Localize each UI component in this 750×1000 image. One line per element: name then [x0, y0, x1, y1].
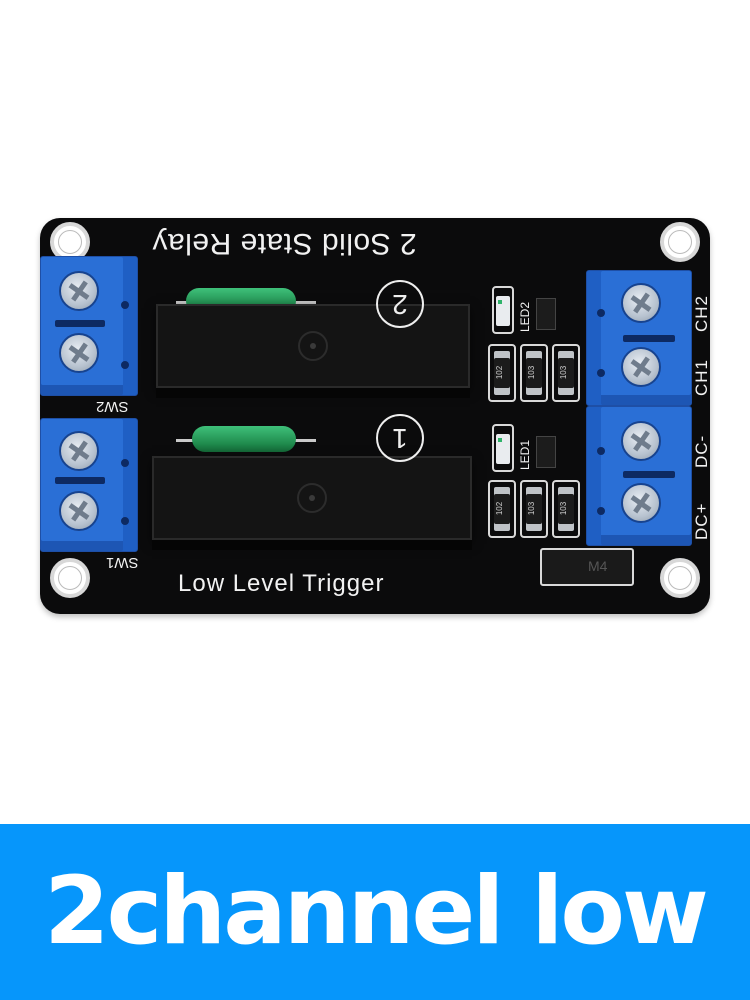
relay-marker-icon	[297, 483, 327, 513]
label-led2: LED2	[518, 301, 532, 332]
board-title-silkscreen: 2 Solid State Relay	[152, 227, 417, 260]
wire-entry-hole	[121, 517, 129, 525]
screw-icon	[59, 271, 99, 311]
resistor-outline	[552, 344, 580, 402]
screw-icon	[621, 421, 661, 461]
mounting-hole-top-left	[50, 222, 90, 262]
wire-entry-hole	[597, 369, 605, 377]
product-photo: 2 Solid State Relay SW2 SW1	[0, 0, 750, 820]
relay-module-pcb: 2 Solid State Relay SW2 SW1	[40, 218, 711, 614]
resistor-code: 102	[495, 365, 505, 380]
resistor-code: 103	[559, 365, 569, 380]
resistor-code: 103	[559, 501, 569, 516]
wire-entry-hole	[121, 459, 129, 467]
led2-outline	[492, 286, 514, 334]
smd-resistor-103: 103	[558, 494, 574, 524]
led1-outline	[492, 424, 514, 472]
terminal-divider	[55, 477, 105, 484]
mounting-hole-bottom-right	[660, 558, 700, 598]
wire-entry-hole	[597, 507, 605, 515]
transistor-ch1	[536, 436, 556, 468]
terminal-block-ch	[586, 270, 692, 406]
resistor-code: 102	[495, 501, 505, 516]
label-sw1: SW1	[106, 554, 139, 571]
terminal-block-dc	[586, 406, 692, 546]
mounting-hole-bottom-left	[50, 558, 90, 598]
label-dc-plus: DC+	[692, 502, 711, 540]
diode-m4: M4	[540, 548, 634, 586]
relay-marker-icon	[298, 331, 328, 361]
channel-marker-1: 1	[376, 414, 424, 462]
led2	[496, 296, 510, 326]
wire-entry-hole	[121, 361, 129, 369]
label-sw2: SW2	[96, 398, 129, 415]
terminal-divider	[623, 335, 675, 342]
screw-icon	[621, 283, 661, 323]
resistor-outline	[488, 480, 516, 538]
banner-text: 2channel low	[44, 857, 709, 966]
smd-resistor-103: 103	[558, 358, 574, 388]
screw-icon	[59, 491, 99, 531]
trigger-silkscreen: Low Level Trigger	[178, 570, 385, 597]
mounting-hole-top-right	[660, 222, 700, 262]
terminal-divider	[623, 471, 675, 478]
label-led1: LED1	[518, 439, 532, 470]
green-resistor-ch1	[192, 426, 296, 452]
label-ch1: CH1	[692, 358, 711, 396]
resistor-outline	[520, 480, 548, 538]
caption-banner: 2channel low	[0, 824, 750, 1000]
wire-entry-hole	[121, 301, 129, 309]
terminal-block-sw2	[40, 256, 138, 396]
screw-icon	[621, 347, 661, 387]
terminal-divider	[55, 320, 105, 327]
smd-resistor-103: 103	[526, 358, 542, 388]
resistor-code: 103	[527, 501, 537, 516]
label-ch2: CH2	[692, 294, 711, 332]
led1	[496, 434, 510, 464]
resistor-outline	[552, 480, 580, 538]
label-dc-minus: DC-	[692, 434, 711, 468]
screw-icon	[621, 483, 661, 523]
smd-resistor-102: 102	[494, 358, 510, 388]
solid-state-relay-ch2	[156, 304, 470, 388]
smd-resistor-102: 102	[494, 494, 510, 524]
resistor-code: 103	[527, 365, 537, 380]
solid-state-relay-ch1	[152, 456, 472, 540]
screw-icon	[59, 333, 99, 373]
channel-marker-2: 2	[376, 280, 424, 328]
screw-icon	[59, 431, 99, 471]
smd-resistor-103: 103	[526, 494, 542, 524]
wire-entry-hole	[597, 447, 605, 455]
transistor-ch2	[536, 298, 556, 330]
diode-code: M4	[588, 558, 608, 574]
resistor-outline	[520, 344, 548, 402]
terminal-block-sw1	[40, 418, 138, 552]
resistor-outline	[488, 344, 516, 402]
wire-entry-hole	[597, 309, 605, 317]
